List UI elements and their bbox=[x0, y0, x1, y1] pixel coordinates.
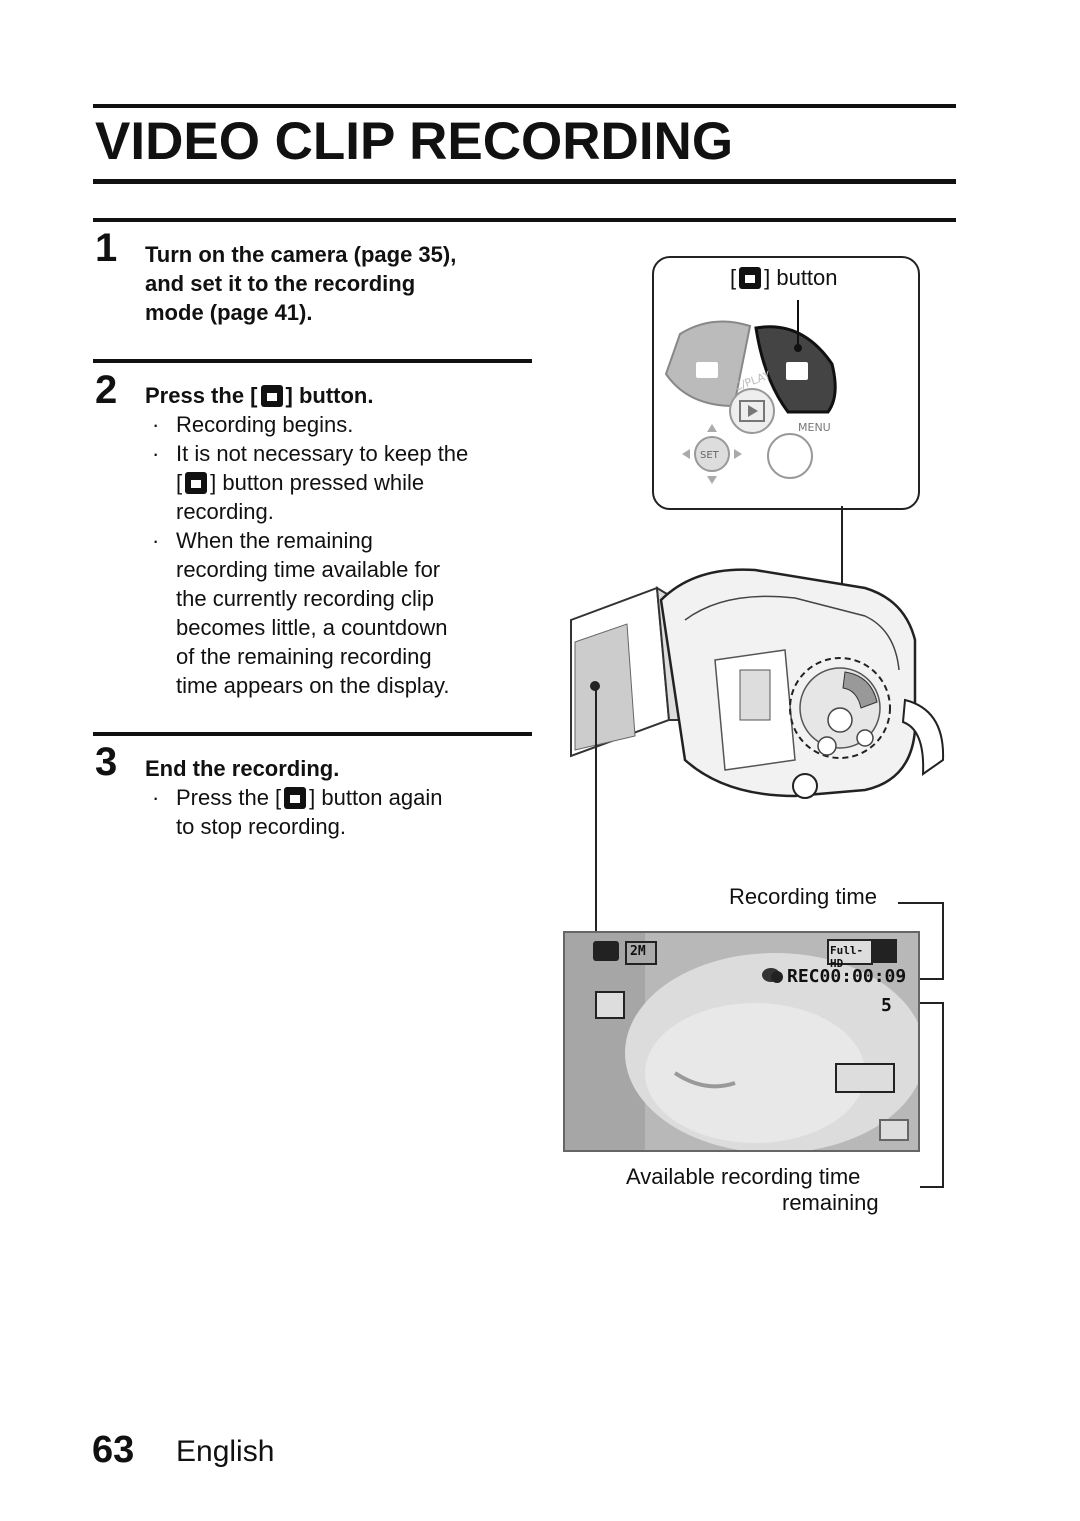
step-2-bullet-2-line-3: recording. bbox=[176, 499, 274, 524]
recording-time-label: Recording time bbox=[729, 884, 877, 909]
bracket-open: [ bbox=[176, 470, 183, 495]
bracket-open: [ bbox=[730, 265, 737, 290]
step-1-number: 1 bbox=[95, 226, 118, 270]
lcd-leader-line bbox=[595, 686, 597, 932]
set-button bbox=[694, 436, 730, 472]
step-3-heading: End the recording. bbox=[145, 756, 340, 781]
full-hd-text: Full-HD bbox=[830, 944, 864, 970]
lcd-leader-dot bbox=[590, 681, 600, 691]
step-2-number: 2 bbox=[95, 368, 118, 412]
step-2-bullet-2-line-2: [ ] button pressed while bbox=[176, 468, 424, 497]
step-3-bullet-pre: Press the [ bbox=[176, 785, 282, 810]
image-size-badge: 2M bbox=[625, 941, 657, 965]
full-hd-badge: Full-HD bbox=[827, 939, 873, 970]
bullet-dot: · bbox=[152, 528, 160, 553]
step-2-bullet-3-line-1: When the remaining bbox=[176, 528, 373, 553]
step-2-heading: Press the [ ] button. bbox=[145, 381, 373, 410]
step-1-heading-line-1: Turn on the camera (page 35), bbox=[145, 242, 457, 267]
button-label-text: ] button bbox=[764, 265, 838, 290]
step-2-bullet-3-line-6: time appears on the display. bbox=[176, 673, 450, 698]
available-time-label-line-1: Available recording time bbox=[626, 1164, 861, 1189]
camcorder-illustration bbox=[570, 568, 945, 799]
bullet-dot: · bbox=[152, 441, 160, 466]
step-1-heading-line-3: mode (page 41). bbox=[145, 300, 313, 325]
step-2-rule bbox=[93, 359, 532, 363]
step-3-bullet-line-1: Press the [ ] button again bbox=[176, 783, 443, 812]
menu-label: MENU bbox=[798, 421, 831, 434]
step-2-bullet-2-line-1: It is not necessary to keep the bbox=[176, 441, 469, 466]
image-size-text: 2M bbox=[630, 944, 646, 959]
video-record-icon bbox=[260, 385, 283, 407]
video-record-icon bbox=[185, 472, 208, 494]
lcd-screen: 2M Full-HD REC00:00:09 5 bbox=[563, 931, 920, 1152]
bullet-2-text: ] button pressed while bbox=[210, 470, 425, 495]
language-label: English bbox=[176, 1435, 275, 1468]
countdown-value: 5 bbox=[881, 995, 892, 1016]
available-time-label-line-2: remaining bbox=[782, 1190, 879, 1215]
step-3-rule bbox=[93, 732, 532, 736]
button-callout-label: [ ] button bbox=[730, 264, 838, 291]
control-panel-illustration: REC/PLAY SET MENU bbox=[664, 300, 837, 484]
control-dial-highlight bbox=[789, 657, 891, 759]
step-2-bullet-3-line-2: recording time available for bbox=[176, 557, 441, 582]
camera-icon bbox=[696, 362, 718, 378]
title-bottom-rule bbox=[93, 179, 956, 184]
video-record-icon bbox=[739, 267, 762, 289]
step-2-bullet-3-line-3: the currently recording clip bbox=[176, 586, 435, 611]
battery-icon bbox=[879, 1119, 909, 1141]
bullet-dot: · bbox=[152, 785, 160, 810]
image-stabilizer-icon bbox=[835, 1063, 895, 1093]
countdown-bracket bbox=[920, 1002, 944, 1188]
rec-indicator-dot bbox=[771, 971, 783, 983]
step-2-bullet-3-line-5: of the remaining recording bbox=[176, 644, 432, 669]
page-number: 63 bbox=[92, 1429, 135, 1471]
video-mode-icon bbox=[871, 939, 897, 963]
subject-image bbox=[565, 933, 918, 1150]
step-2-bullet-3-line-4: becomes little, a countdown bbox=[176, 615, 448, 640]
step-2-heading-pre: Press the [ bbox=[145, 383, 258, 408]
recording-time-bracket bbox=[898, 902, 944, 980]
video-record-icon bbox=[284, 787, 307, 809]
bullet-dot: · bbox=[152, 412, 160, 437]
video-button-icon bbox=[786, 362, 808, 380]
step-3-number: 3 bbox=[95, 740, 118, 784]
step-3-bullet-line-2: to stop recording. bbox=[176, 814, 346, 839]
menu-button bbox=[767, 433, 813, 479]
still-camera-icon bbox=[593, 941, 619, 961]
set-label: SET bbox=[700, 450, 720, 461]
rec-timer: REC00:00:09 bbox=[787, 966, 907, 987]
section-rule bbox=[93, 218, 956, 222]
page-title: VIDEO CLIP RECORDING bbox=[95, 112, 734, 171]
step-2-heading-post: ] button. bbox=[285, 383, 374, 408]
title-top-rule bbox=[93, 104, 956, 108]
step-2-bullet-1: Recording begins. bbox=[176, 412, 354, 437]
step-1-heading-line-2: and set it to the recording bbox=[145, 271, 416, 296]
flash-off-icon bbox=[595, 991, 625, 1019]
step-3-bullet-post: ] button again bbox=[309, 785, 443, 810]
